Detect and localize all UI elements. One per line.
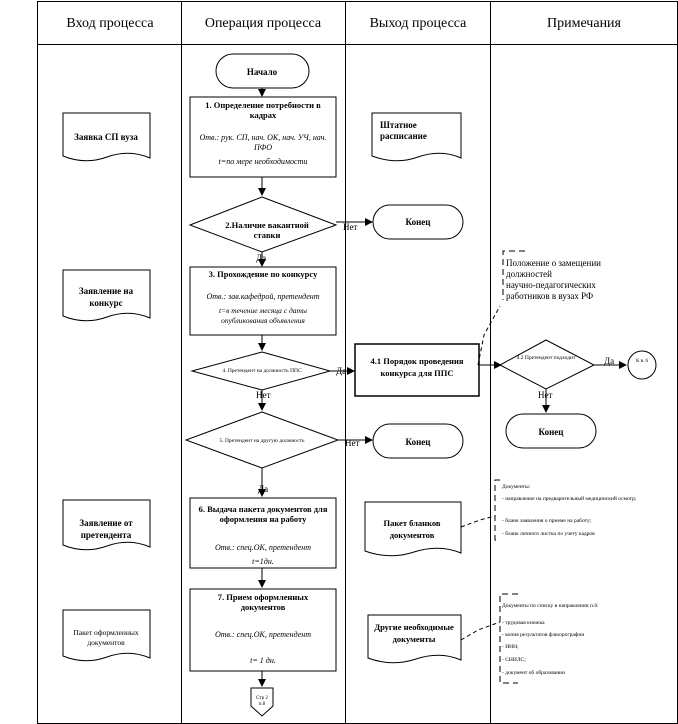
svg-text:Документы:: Документы: xyxy=(502,484,531,490)
step6-title: 6. Выдача пакета документов для xyxy=(199,504,328,514)
step3-box: 3. Прохождение по конкурсу Отв.: зав.каф… xyxy=(189,266,337,336)
column-header-input: Вход процесса xyxy=(66,16,154,31)
start-terminator: Начало xyxy=(215,53,310,89)
decision-other-position: 5. Претендент на другую должность xyxy=(184,411,340,469)
svg-text:Отв.: зав.кафедрой, претендент: Отв.: зав.кафедрой, претендент xyxy=(206,292,319,301)
label-no-d5: Нет xyxy=(345,438,359,448)
svg-text:Отв.: спец.ОК, претендент: Отв.: спец.ОК, претендент xyxy=(215,630,311,639)
svg-text:Стр 2п.8: Стр 2п.8 xyxy=(256,696,268,707)
decision-candidate-fits: 4.2 Претендент подходит xyxy=(498,339,596,390)
svg-text:t=по мере необходимости: t=по мере необходимости xyxy=(219,157,308,166)
svg-text:Конец: Конец xyxy=(406,437,432,447)
connector-label: К в. 6 xyxy=(636,359,648,364)
column-header-output: Выход процесса xyxy=(370,16,468,31)
svg-text:- бланк личного листка по учет: - бланк личного листка по учету кадров xyxy=(502,530,595,537)
svg-text:Конец: Конец xyxy=(539,427,565,437)
svg-text:Конец: Конец xyxy=(406,217,432,227)
other-docs-label: Другие необходимые xyxy=(374,622,454,632)
svg-text:t= 1 дн.: t= 1 дн. xyxy=(250,656,276,665)
svg-text:К в. 6: К в. 6 xyxy=(636,359,648,364)
svg-text:- СНИЛС;: - СНИЛС; xyxy=(502,657,526,663)
svg-text:- копия результатов флюорограф: - копия результатов флюорографии xyxy=(502,631,584,638)
blank-package-label: Пакет бланков xyxy=(384,518,441,528)
svg-text:t=1дн.: t=1дн. xyxy=(252,557,274,566)
column-header-notes: Примечания xyxy=(547,16,622,31)
svg-text:Документы по списку в направле: Документы по списку в направлении п.6: xyxy=(502,603,599,609)
label-yes-d2: Да xyxy=(256,253,266,263)
svg-text:Начало: Начало xyxy=(247,67,278,77)
svg-text:5. Претендент на другую должно: 5. Претендент на другую должность xyxy=(219,438,305,444)
svg-text:- трудовая книжка: - трудовая книжка xyxy=(502,620,545,626)
regulation-label: Положение о замещении xyxy=(506,258,601,268)
decision-pps: 4. Претендент на должность ППС xyxy=(190,351,332,391)
svg-text:- ИНН;: - ИНН; xyxy=(502,644,519,650)
svg-text:- направление на предварительн: - направление на предварительный медицин… xyxy=(502,495,637,502)
application-competition-label: Заявление на xyxy=(79,286,134,296)
connector-circle: К в. 6 xyxy=(627,350,657,380)
end-terminator-2: Конец xyxy=(372,423,464,459)
svg-text:- документ об образовании: - документ об образовании xyxy=(502,669,565,676)
step41-label: 4.1 Порядок проведения xyxy=(371,356,464,366)
input-doc-request-sp: Заявка СП вуза xyxy=(62,112,151,162)
svg-text:3. Прохождение по конкурсу: 3. Прохождение по конкурсу xyxy=(209,269,318,279)
step7-title: 7. Прием оформленных xyxy=(218,592,309,602)
svg-text:Отв.: рук. СП, нач. ОК, нач. У: Отв.: рук. СП, нач. ОК, нач. УЧ, нач.ПФО xyxy=(199,133,326,152)
label-no-d42: Нет xyxy=(538,390,552,400)
annotation-other-docs: Документы по списку в направлении п.6: -… xyxy=(460,593,599,684)
svg-text:- бланк заявления о приеме на: - бланк заявления о приеме на работу; xyxy=(502,517,592,524)
end-terminator-1: Конец xyxy=(372,204,464,240)
annotation-blank-docs: Документы: - направление на предваритель… xyxy=(460,479,637,541)
label-yes-d42: Да xyxy=(604,356,614,366)
svg-text:4.2 Претендент подходит: 4.2 Претендент подходит xyxy=(517,355,576,361)
svg-text:Заявка СП вуза: Заявка СП вуза xyxy=(74,132,138,142)
end-terminator-3: Конец xyxy=(505,413,597,449)
step3-time: t=в течение месяца с даты xyxy=(219,306,307,315)
column-header-operation: Операция процесса xyxy=(205,16,322,31)
svg-text:6. Выдача пакета документов дл: 6. Выдача пакета документов дляоформлени… xyxy=(199,504,328,524)
svg-text:4. Претендент на должность ППС: 4. Претендент на должность ППС xyxy=(222,368,302,374)
label-yes-d5: Да xyxy=(258,484,268,494)
connector-bottom-label: Стр 2 xyxy=(256,696,268,701)
svg-text:Отв.: спец.ОК, претендент: Отв.: спец.ОК, претендент xyxy=(215,543,311,552)
staff-schedule-label: Штатное xyxy=(380,120,417,130)
label-no-d4: Нет xyxy=(256,390,270,400)
label-no-d2: Нет xyxy=(343,222,357,232)
